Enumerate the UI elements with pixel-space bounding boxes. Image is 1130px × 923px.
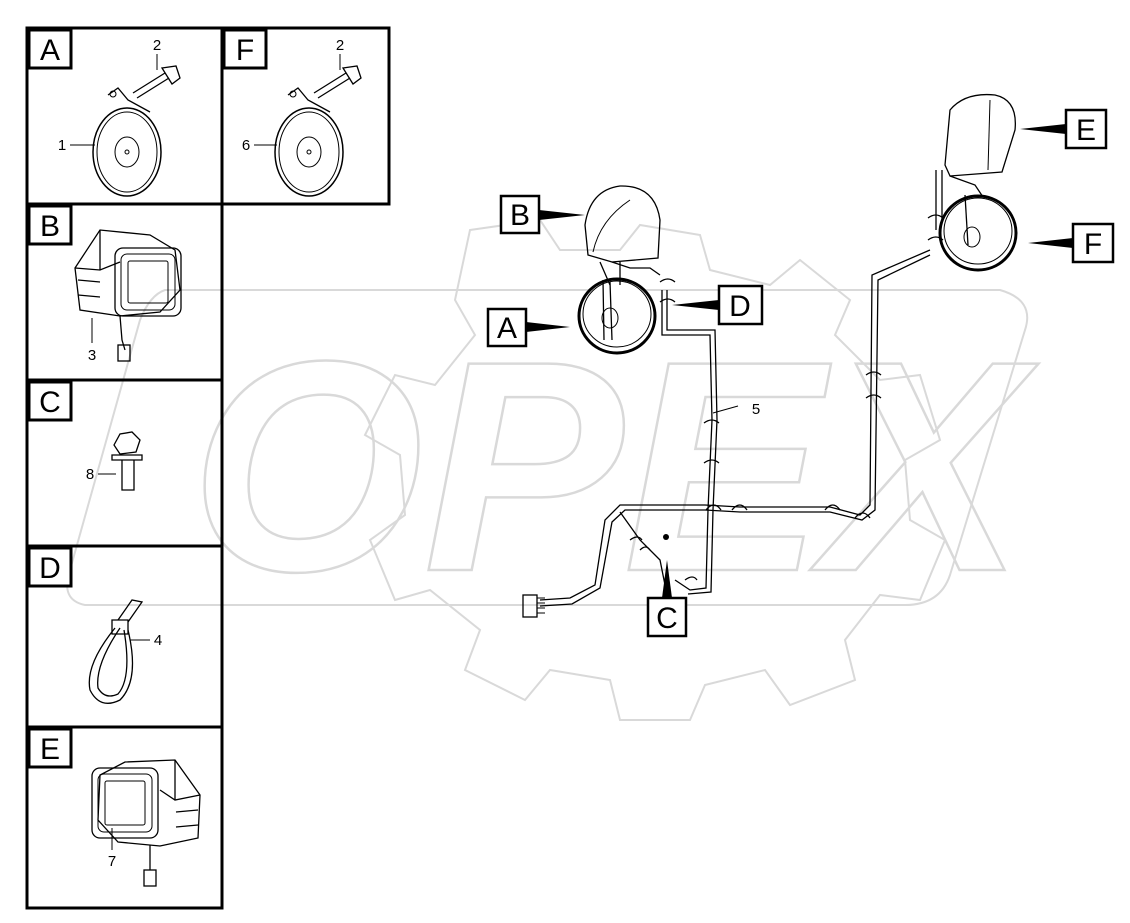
cable-tie-icon [88, 599, 144, 704]
panel-e-frame [25, 725, 224, 910]
work-lamp-icon [91, 759, 201, 887]
panel-c-letter: C [39, 386, 61, 419]
part-number-1: 1 [58, 137, 66, 154]
panel-f-letter: F [236, 34, 254, 67]
panel-letters: A F B C D E [27, 28, 268, 769]
callout-d-label: D [729, 290, 751, 323]
bolt-icon [132, 65, 181, 99]
panel-a-letter: A [40, 34, 60, 67]
bolt-icon [313, 65, 362, 99]
callout-a: A [486, 307, 570, 348]
panel-f-letter-box: F [222, 28, 268, 70]
callout-b: B [499, 194, 585, 235]
bolt-icon [111, 431, 143, 491]
horn-icon [92, 87, 162, 197]
panel-b-content: 3 [74, 229, 182, 364]
panel-e-letter-box: E [27, 727, 73, 769]
callout-d: D [672, 284, 764, 326]
harness-part-number: 5 [752, 401, 760, 418]
panel-a-letter-box: A [27, 28, 73, 70]
work-lamp-icon [584, 185, 661, 286]
panel-d-letter: D [39, 552, 61, 585]
assembly: 5 A B D C E F [486, 93, 1115, 638]
panel-f-content: 2 6 [242, 37, 362, 197]
panel-c-content: 8 [86, 431, 143, 491]
work-lamp-icon [74, 229, 182, 362]
callout-e-label: E [1076, 114, 1096, 147]
panel-a-content: 2 1 [58, 37, 181, 197]
leader-5 [712, 405, 739, 414]
horn-icon [274, 87, 344, 197]
panel-c-letter-box: C [27, 380, 73, 422]
callout-b-label: B [510, 199, 530, 232]
part-number-2: 2 [336, 37, 344, 54]
panel-b-letter: B [40, 210, 60, 243]
work-lamp-icon [935, 93, 1016, 230]
panel-e-letter: E [40, 733, 60, 766]
panel-f-frame [220, 26, 391, 206]
watermark-gear [363, 218, 947, 721]
part-number-2: 2 [153, 37, 161, 54]
part-number-7: 7 [108, 853, 116, 870]
callout-c: C [646, 560, 688, 638]
panel-d-content: 4 [88, 599, 162, 704]
callout-f-label: F [1084, 228, 1102, 261]
callout-e: E [1020, 108, 1108, 150]
panel-e-content: 7 [91, 759, 201, 887]
part-number-4: 4 [154, 632, 162, 649]
part-number-8: 8 [86, 466, 94, 483]
part-number-6: 6 [242, 137, 250, 154]
panel-b-letter-box: B [27, 204, 73, 246]
panel-d-letter-box: D [27, 546, 73, 588]
callout-c-label: C [656, 602, 678, 635]
callout-a-label: A [497, 312, 517, 345]
panel-grid [25, 26, 391, 910]
horn-icon [577, 277, 657, 355]
horn-icon [938, 194, 1018, 272]
watermark-band [66, 289, 1029, 606]
watermark: OPEX [66, 218, 1040, 721]
wiring-harness [522, 214, 944, 618]
part-number-3: 3 [88, 347, 96, 364]
callout-f: F [1028, 222, 1115, 264]
